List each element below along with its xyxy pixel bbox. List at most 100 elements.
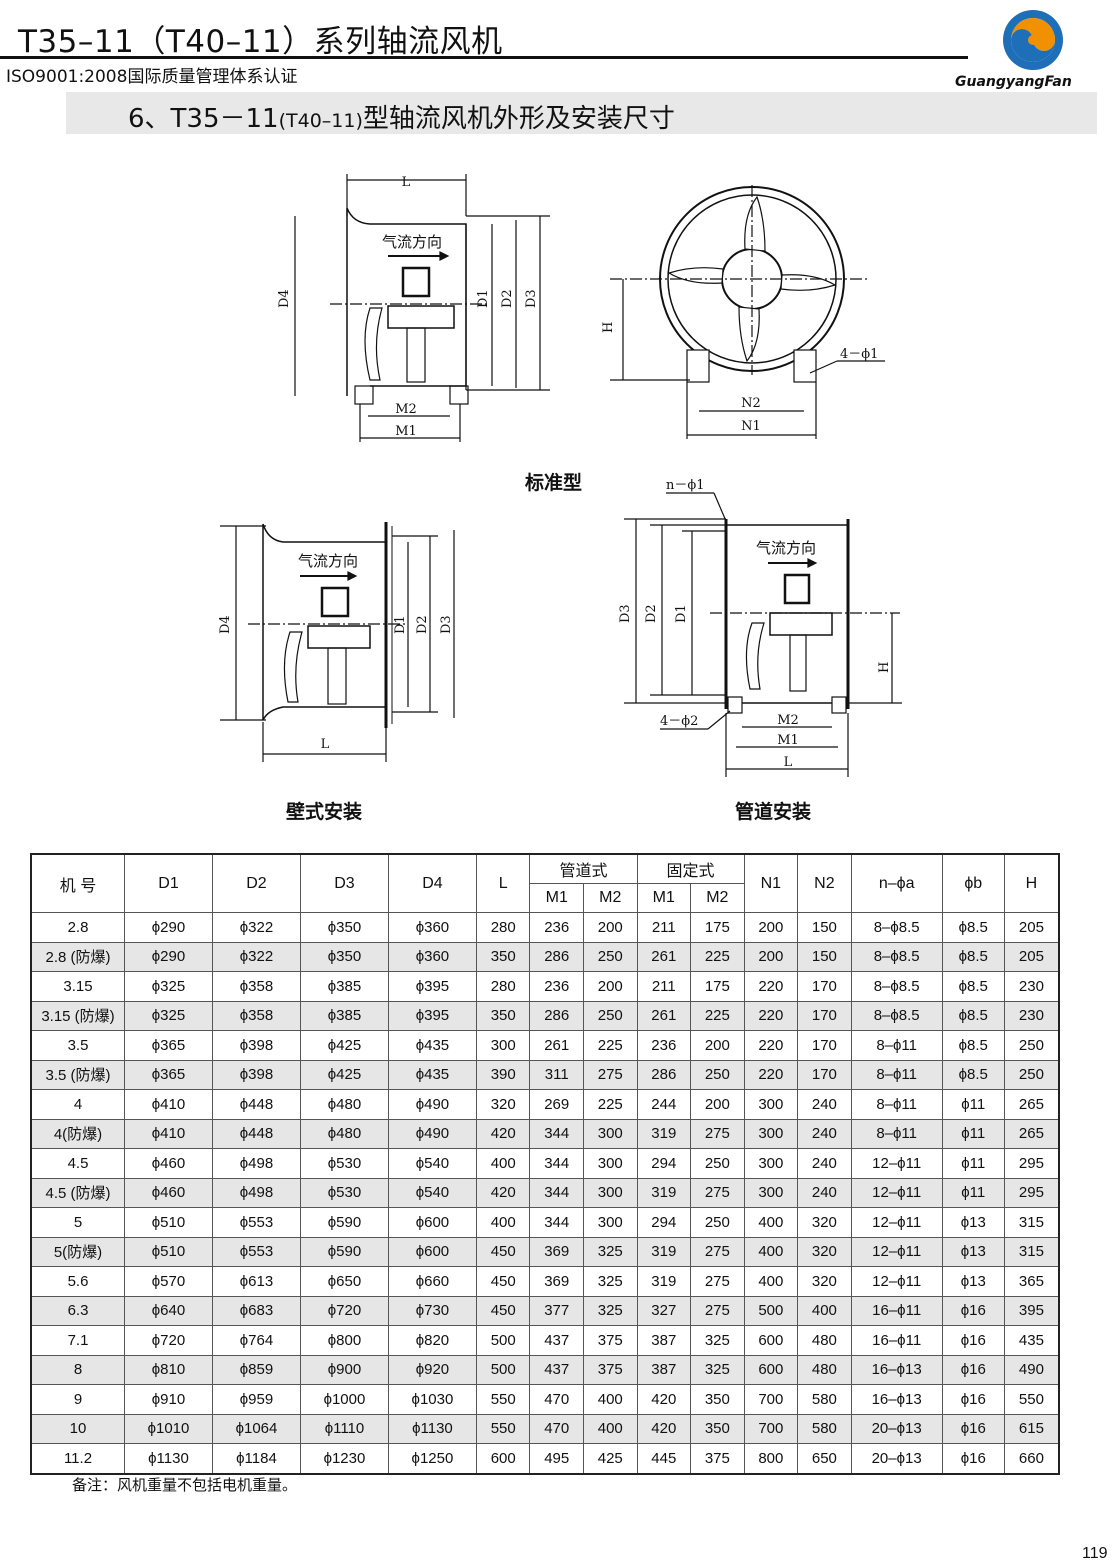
table-cell: ϕ325 [124,971,213,1002]
table-cell: ϕ8.5 [941,1059,1005,1090]
table-cell: ϕ350 [299,912,389,943]
table-cell: 375 [690,1443,745,1474]
table-cell: ϕ16 [941,1443,1005,1474]
table-cell: ϕ613 [211,1266,301,1297]
table-cell: 615 [1003,1413,1060,1444]
table-cell: 170 [797,1030,852,1061]
table-cell: ϕ490 [387,1118,477,1149]
table-cell: ϕ1010 [124,1413,213,1444]
page-title: T35–11（T40–11）系列轴流风机 [18,24,503,60]
table-cell: ϕ448 [211,1089,301,1120]
airflow-label: 气流方向 [298,552,358,570]
table-cell: ϕ410 [124,1089,213,1120]
table-cell: 5 [30,1207,125,1238]
table-cell: 275 [690,1177,745,1208]
table-cell: 250 [1003,1030,1060,1061]
table-cell: 580 [797,1413,852,1444]
table-cell: ϕ498 [211,1177,301,1208]
header-model: 机 号 [30,853,125,913]
table-cell: 700 [743,1413,799,1444]
table-cell: 420 [475,1118,531,1149]
table-cell: 365 [1003,1266,1060,1297]
table-cell: 12–ϕ11 [850,1236,943,1267]
table-cell: 225 [690,1000,745,1031]
table-cell: ϕ540 [387,1148,477,1179]
table-cell: 300 [743,1148,799,1179]
table-cell: 600 [475,1443,531,1474]
table-cell: ϕ900 [299,1354,389,1385]
table-cell: ϕ720 [124,1325,213,1356]
table-cell: 377 [529,1295,584,1326]
motor-icon [783,573,811,605]
table-cell: ϕ460 [124,1177,213,1208]
table-cell: 3.15 [30,971,125,1002]
table-cell: 240 [797,1148,852,1179]
brand-name: GuangyangFan [955,74,1072,90]
table-cell: 286 [636,1059,692,1090]
table-cell: ϕ325 [124,1000,213,1031]
table-cell: 435 [1003,1325,1060,1356]
table-cell: 344 [529,1118,584,1149]
table-cell: ϕ8.5 [941,941,1005,972]
label-h: H [601,322,616,333]
caption-wall: 壁式安装 [286,801,363,823]
table-cell: 170 [797,1059,852,1090]
table-cell: 344 [529,1148,584,1179]
table-cell: 236 [636,1030,692,1061]
table-cell: 200 [690,1089,745,1120]
table-cell: 205 [1003,912,1060,943]
table-cell: 420 [636,1384,692,1415]
table-cell: 369 [529,1266,584,1297]
table-cell: 150 [797,912,852,943]
table-cell: 480 [797,1354,852,1385]
table-cell: 327 [636,1295,692,1326]
label-d1: D1 [393,615,408,634]
header-phib: ϕb [941,853,1005,913]
header-rule [0,56,968,59]
table-cell: 400 [743,1266,799,1297]
table-cell: ϕ498 [211,1148,301,1179]
table-cell: 7.1 [30,1325,125,1356]
table-cell: ϕ16 [941,1354,1005,1385]
label-d2: D2 [415,615,430,634]
table-cell: 315 [1003,1236,1060,1267]
table-cell: 400 [475,1148,531,1179]
table-cell: 236 [529,912,584,943]
table-cell: ϕ480 [299,1118,389,1149]
table-cell: ϕ350 [299,941,389,972]
table-cell: 600 [743,1354,799,1385]
table-cell: 319 [636,1266,692,1297]
label-m1: M1 [395,424,417,439]
table-cell: 420 [475,1177,531,1208]
table-cell: ϕ730 [387,1295,477,1326]
table-cell: 250 [1003,1059,1060,1090]
label-m2: M2 [777,713,799,728]
label-l: L [784,755,793,770]
table-cell: 12–ϕ11 [850,1148,943,1179]
label-d3: D3 [618,604,633,623]
table-cell: 387 [636,1354,692,1385]
table-cell: 325 [690,1354,745,1385]
airflow-label: 气流方向 [756,539,816,557]
table-cell: 211 [636,971,692,1002]
header-fixed-m1: M1 [636,883,692,913]
table-cell: 294 [636,1148,692,1179]
table-cell: 250 [690,1059,745,1090]
table-cell: 470 [529,1384,584,1415]
table-cell: 4 [30,1089,125,1120]
table-cell: 4.5 (防爆) [30,1177,125,1208]
table-cell: 420 [636,1413,692,1444]
table-cell: ϕ435 [387,1059,477,1090]
table-cell: 450 [475,1266,531,1297]
table-cell: 650 [797,1443,852,1474]
table-cell: 3.5 (防爆) [30,1059,125,1090]
section-band [66,92,1097,134]
motor-icon [401,266,431,298]
table-cell: 550 [475,1413,531,1444]
